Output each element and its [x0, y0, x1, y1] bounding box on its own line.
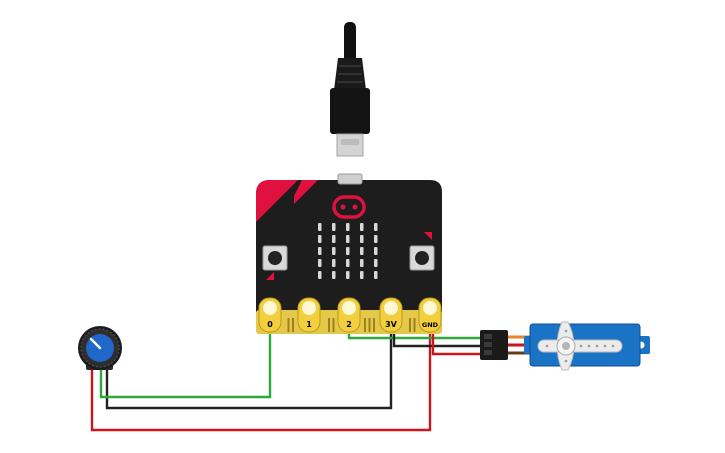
- led: [374, 271, 378, 279]
- edge-pins: 0 1 2 3V GND: [258, 297, 442, 333]
- pin-label: 3V: [385, 320, 398, 329]
- edge-finger: [368, 318, 371, 332]
- potentiometer-icon[interactable]: [78, 326, 122, 370]
- edge-finger: [409, 318, 411, 332]
- led: [332, 259, 336, 267]
- led: [360, 271, 364, 279]
- led: [360, 223, 364, 231]
- microbit-logo-icon: [332, 195, 366, 219]
- button-a-marker-icon: [266, 272, 274, 280]
- led: [374, 223, 378, 231]
- led: [318, 247, 322, 255]
- pin-label: 2: [346, 320, 352, 329]
- button-b-marker-icon: [424, 232, 432, 240]
- led: [318, 235, 322, 243]
- pin-label: 1: [306, 320, 312, 329]
- edge-finger: [413, 318, 416, 332]
- pin-0[interactable]: 0: [258, 297, 282, 333]
- microbit-board[interactable]: 0 1 2 3V GND: [256, 173, 442, 334]
- led: [374, 235, 378, 243]
- edge-finger: [364, 318, 366, 332]
- pin-2[interactable]: 2: [337, 297, 361, 333]
- led: [346, 235, 350, 243]
- led: [346, 247, 350, 255]
- servo-horn-icon[interactable]: [537, 321, 623, 371]
- pin-1[interactable]: 1: [297, 297, 321, 333]
- edge-finger: [287, 318, 290, 332]
- signal-wire[interactable]: [99, 326, 272, 399]
- led: [332, 235, 336, 243]
- led: [346, 271, 350, 279]
- led: [318, 223, 322, 231]
- power-wire[interactable]: [90, 326, 432, 432]
- led-matrix: [318, 223, 378, 279]
- edge-finger: [373, 318, 375, 332]
- button-a[interactable]: [262, 245, 288, 271]
- pin-3v[interactable]: 3V: [379, 297, 403, 333]
- pin-label: 0: [267, 320, 273, 329]
- servo-icon[interactable]: [524, 321, 650, 371]
- led: [374, 259, 378, 267]
- ground-wire[interactable]: [105, 326, 393, 410]
- led: [346, 223, 350, 231]
- led: [332, 271, 336, 279]
- edge-finger: [328, 318, 330, 332]
- button-b[interactable]: [409, 245, 435, 271]
- led: [360, 235, 364, 243]
- led: [318, 271, 322, 279]
- led: [346, 259, 350, 267]
- pin-gnd[interactable]: GND: [418, 297, 442, 333]
- led: [374, 247, 378, 255]
- led: [360, 259, 364, 267]
- edge-finger: [332, 318, 335, 332]
- led: [360, 247, 364, 255]
- edge-finger: [292, 318, 294, 332]
- wires: [90, 326, 482, 432]
- led: [332, 223, 336, 231]
- pin-label: GND: [422, 321, 439, 329]
- usb-cable-icon[interactable]: [330, 22, 370, 157]
- led: [332, 247, 336, 255]
- servo-power-wire[interactable]: [431, 326, 482, 356]
- led: [318, 259, 322, 267]
